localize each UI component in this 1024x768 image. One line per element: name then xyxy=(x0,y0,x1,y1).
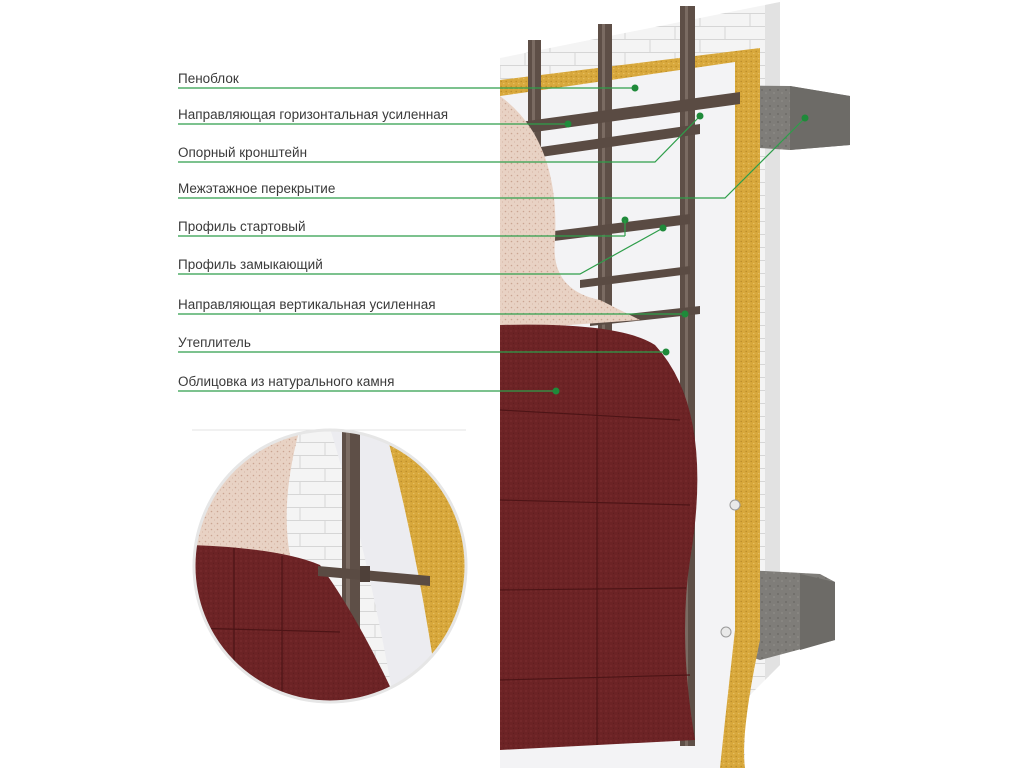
leader-floor-slab xyxy=(178,117,806,199)
dot-insulation xyxy=(662,348,670,356)
dot-stone-cladding xyxy=(552,387,560,395)
label-support-bracket: Опорный кронштейн xyxy=(178,145,308,160)
horizontal-rail-top xyxy=(520,92,740,134)
wall-side xyxy=(765,2,780,680)
leader-lines xyxy=(178,87,806,392)
label-closing-profile: Профиль замыкающий xyxy=(178,257,323,272)
leader-closing-profile xyxy=(178,227,664,275)
anchor-bolt-2 xyxy=(720,626,732,638)
label-horizontal-rail: Направляющая горизонтальная усиленная xyxy=(178,107,449,122)
dot-support-bracket xyxy=(696,112,704,120)
anchor-bolt-1 xyxy=(729,499,741,511)
label-vertical-rail: Направляющая вертикальная усиленная xyxy=(178,297,436,312)
magnifier-ring xyxy=(192,428,468,704)
dot-vertical-rail xyxy=(681,310,689,318)
dot-closing-profile xyxy=(659,224,667,232)
dot-horizontal-rail xyxy=(564,120,572,128)
label-insulation: Утеплитель xyxy=(178,335,251,350)
label-starter-profile: Профиль стартовый xyxy=(178,219,306,234)
label-floor-slab: Межэтажное перекрытие xyxy=(178,181,336,196)
granite-cladding-upper xyxy=(500,96,640,330)
dot-foam-block xyxy=(631,84,639,92)
stone-tile-joints xyxy=(499,330,691,745)
leader-dots xyxy=(552,84,809,395)
floor-slab-upper-face xyxy=(790,86,850,150)
floor-slab-lower-face xyxy=(800,574,835,650)
stone-cladding-panel xyxy=(500,324,698,750)
leader-support-bracket xyxy=(178,115,701,163)
label-stone-cladding: Облицовка из натурального камня xyxy=(178,374,395,389)
detail-magnifier xyxy=(192,428,468,704)
wall-assembly xyxy=(499,2,850,768)
label-foam-block: Пеноблок xyxy=(178,71,239,86)
horizontal-rail-2 xyxy=(520,124,700,160)
dot-floor-slab xyxy=(801,114,809,122)
closing-profile-bar xyxy=(580,266,690,288)
